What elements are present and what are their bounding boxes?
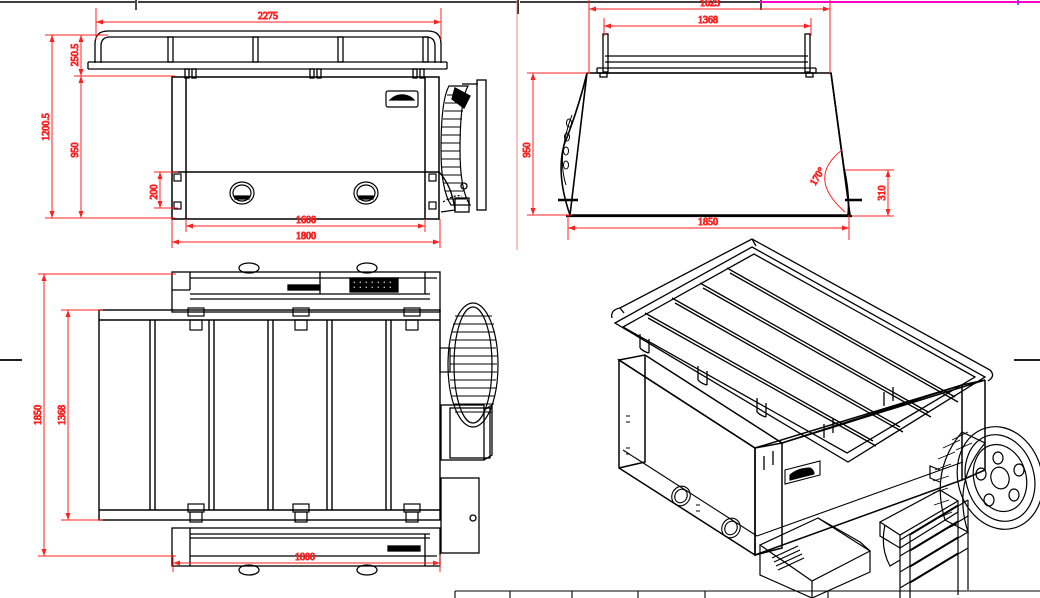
roof-rack (87, 30, 448, 79)
iso-roof-rack (611, 238, 994, 470)
magenta-guide-line (760, 0, 1040, 5)
dim-1200-5: 1200.5 (41, 113, 52, 141)
dim-950-side: 950 (70, 143, 81, 158)
dim-1368-front: 1368 (698, 15, 718, 26)
plan-rack-clamps (187, 307, 421, 523)
view-isometric (611, 238, 1040, 598)
side-view-dimensions: 2275 1200.5 250.5 950 200 (41, 8, 442, 248)
dim-310: 310 (877, 186, 888, 201)
dim-1800-side: 1800 (296, 231, 316, 242)
rear-structure (438, 79, 487, 213)
access-ladder (878, 489, 969, 598)
iso-body-shell (617, 354, 986, 557)
plan-deck-frame (98, 309, 441, 521)
dim-1850-plan: 1850 (33, 405, 44, 425)
plan-lower-panel (171, 527, 441, 576)
iso-spare-wheel (929, 426, 1040, 534)
compression-latch (229, 181, 379, 205)
sheet-frame (0, 0, 1040, 361)
front-side-detail (561, 114, 573, 186)
dim-200: 200 (149, 185, 160, 200)
view-plan: 1850 1368 1800 (33, 262, 499, 576)
view-front-elevation: 1623 1368 950 1850 (522, 0, 894, 240)
dim-950-front: 950 (522, 143, 533, 158)
title-block (454, 590, 1040, 598)
dim-1850-front: 1850 (698, 217, 718, 228)
plan-upper-panel (171, 262, 441, 313)
view-side-elevation: 2275 1200.5 250.5 950 200 (41, 8, 487, 248)
front-body-shell (560, 72, 851, 216)
front-roof-rack (596, 33, 817, 78)
dim-2275: 2275 (258, 11, 278, 22)
iso-body-details (622, 415, 964, 539)
dim-1800-plan: 1800 (295, 552, 315, 563)
dim-250-5: 250.5 (70, 44, 81, 67)
body-mount-brackets (173, 173, 437, 210)
plan-spare-wheel (439, 302, 499, 428)
dim-1600: 1600 (296, 215, 316, 226)
plan-rear-module (440, 403, 493, 554)
dim-1368-plan: 1368 (57, 405, 68, 425)
dim-1623: 1623 (700, 0, 720, 9)
door-handle (385, 90, 419, 108)
body-shell (171, 76, 440, 220)
iso-louvre-vent (758, 517, 872, 598)
plan-view-dimensions: 1850 1368 1800 (33, 273, 441, 572)
